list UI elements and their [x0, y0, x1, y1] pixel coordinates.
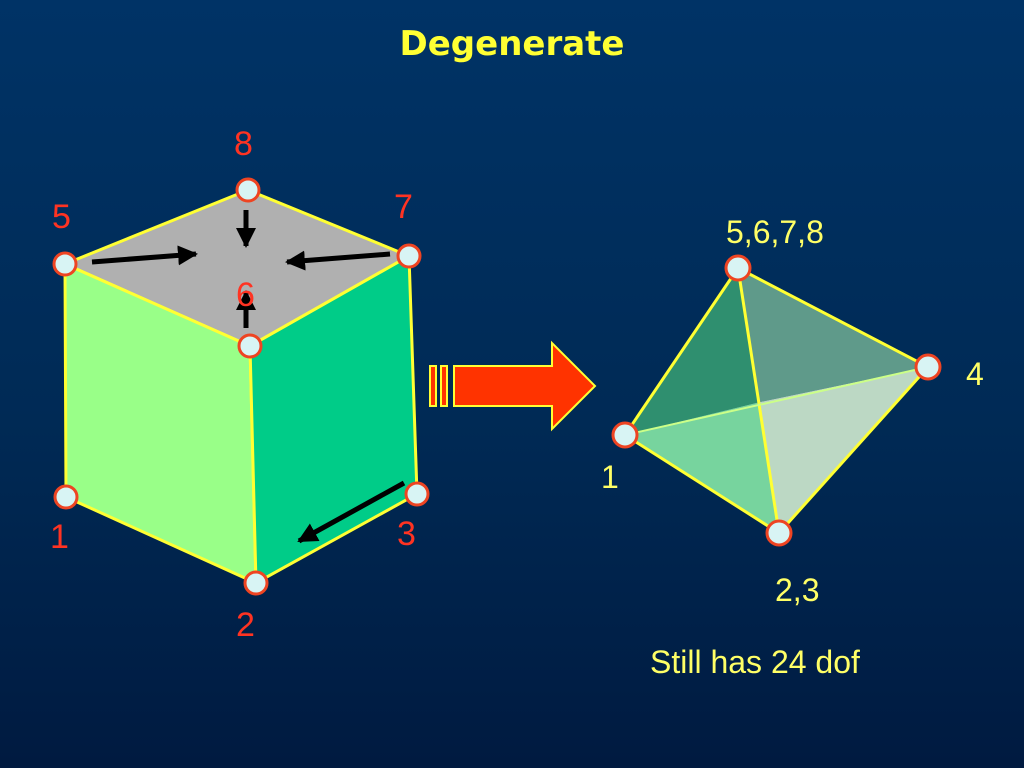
cube-label-7: 7	[394, 188, 413, 226]
tetra-node-5678	[724, 254, 752, 282]
tetra-face-front-left	[625, 402, 779, 533]
tetra-label-bottom: 2,3	[775, 572, 819, 608]
cube-label-8: 8	[234, 125, 253, 163]
cube-node-3	[404, 481, 430, 507]
tetra-label-right: 4	[966, 356, 984, 392]
transform-arrow	[429, 340, 597, 432]
cube-label-1: 1	[50, 518, 69, 556]
tetra-label-top: 5,6,7,8	[726, 214, 824, 250]
caption: Still has 24 dof	[650, 644, 860, 680]
cube-node-5	[52, 251, 78, 277]
cube-node-1	[53, 484, 79, 510]
cube-node-7	[396, 243, 422, 269]
cube-label-5: 5	[52, 198, 71, 236]
cube-node-8	[235, 177, 261, 203]
tetra-node-4	[914, 353, 942, 381]
cube: 8 5 7 6 1 3 2	[50, 125, 430, 644]
tetrahedron: 5,6,7,8 4 1 2,3	[601, 214, 984, 608]
tetra-face-front-right	[760, 367, 928, 533]
cube-label-3: 3	[397, 515, 416, 553]
collapse-arrow-5	[91, 245, 198, 266]
tetra-face-back-left	[625, 268, 760, 435]
slide-title: Degenerate	[399, 24, 625, 64]
tetra-face-back-right	[738, 268, 928, 402]
tetra-node-23	[765, 519, 793, 547]
collapse-arrow-3	[297, 480, 406, 544]
cube-label-6: 6	[236, 276, 255, 314]
cube-node-6	[237, 333, 263, 359]
tetra-label-left: 1	[601, 459, 619, 495]
cube-label-2: 2	[236, 606, 255, 644]
tetra-node-1	[611, 421, 639, 449]
collapse-arrow-7	[285, 250, 391, 271]
cube-node-2	[243, 570, 269, 596]
